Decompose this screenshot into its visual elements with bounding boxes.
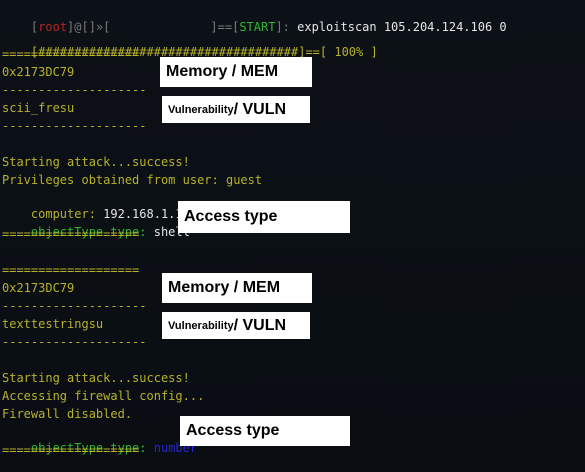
block1-sep-end: =================== bbox=[2, 227, 140, 241]
block1-vuln: scii_fresu bbox=[2, 101, 75, 115]
vuln-big-text: / VULN bbox=[233, 316, 287, 334]
progress-percent: 100% ] bbox=[327, 45, 378, 59]
block2-fw: Accessing firewall config... bbox=[2, 389, 205, 403]
computer-value: 192.168.1.1 bbox=[95, 207, 183, 221]
computer-label: computer: bbox=[30, 207, 96, 221]
block2-attack: Starting attack...success! bbox=[2, 371, 190, 385]
vuln-label-1: Vulnerability / VULN bbox=[162, 96, 310, 123]
vuln-small-text: Vulnerability bbox=[168, 103, 234, 116]
prompt-path-open: ]»[ bbox=[88, 20, 111, 34]
prompt-line: [root]@[]»[ ]==[START]: exploitscan 105.2… bbox=[2, 3, 507, 34]
block1-type: objectType type: shell bbox=[2, 208, 190, 239]
memory-label-2: Memory / MEM bbox=[162, 273, 312, 303]
type-label: objectType type: bbox=[30, 441, 147, 455]
block1-sep-mid: -------------------- bbox=[2, 83, 147, 97]
vuln-label-2: Vulnerability / VULN bbox=[162, 312, 310, 339]
block2-sep-top: =================== bbox=[2, 263, 140, 277]
block2-type: objectType type: number bbox=[2, 424, 197, 455]
block1-sep-top: =================== bbox=[2, 47, 140, 61]
prompt-bracket: [ bbox=[30, 20, 39, 34]
prompt-at: ]@[ bbox=[67, 20, 89, 34]
access-label-2: Access type bbox=[180, 416, 350, 446]
block2-mem: 0x2173DC79 bbox=[2, 281, 75, 295]
type-label: objectType type: bbox=[30, 225, 147, 239]
memory-label-1: Memory / MEM bbox=[160, 57, 312, 87]
block2-sep-mid: -------------------- bbox=[2, 299, 147, 313]
block1-sep-bot: -------------------- bbox=[2, 119, 147, 133]
progress-bar: [####################################]==… bbox=[30, 45, 328, 59]
block2-fw2: Firewall disabled. bbox=[2, 407, 133, 421]
prompt-start: START bbox=[239, 20, 276, 34]
block2-vuln: texttestringsu bbox=[2, 317, 104, 331]
progress-line: [####################################]==… bbox=[2, 28, 378, 59]
prompt-user: root bbox=[38, 20, 68, 34]
block1-mem: 0x2173DC79 bbox=[2, 65, 75, 79]
block2-sep-end: =================== bbox=[2, 443, 140, 457]
prompt-command: exploitscan 105.204.124.106 0 bbox=[297, 20, 507, 34]
vuln-big-text: / VULN bbox=[233, 100, 287, 118]
block1-priv: Privileges obtained from user: guest bbox=[2, 173, 263, 187]
access-label-1: Access type bbox=[178, 201, 350, 233]
prompt-close: ]: bbox=[275, 20, 290, 34]
block1-attack: Starting attack...success! bbox=[2, 155, 190, 169]
vuln-small-text: Vulnerability bbox=[168, 319, 234, 332]
prompt-eq: ]==[ bbox=[210, 20, 240, 34]
block1-computer: computer: 192.168.1.1 bbox=[2, 190, 183, 221]
block2-sep-bot: -------------------- bbox=[2, 335, 147, 349]
